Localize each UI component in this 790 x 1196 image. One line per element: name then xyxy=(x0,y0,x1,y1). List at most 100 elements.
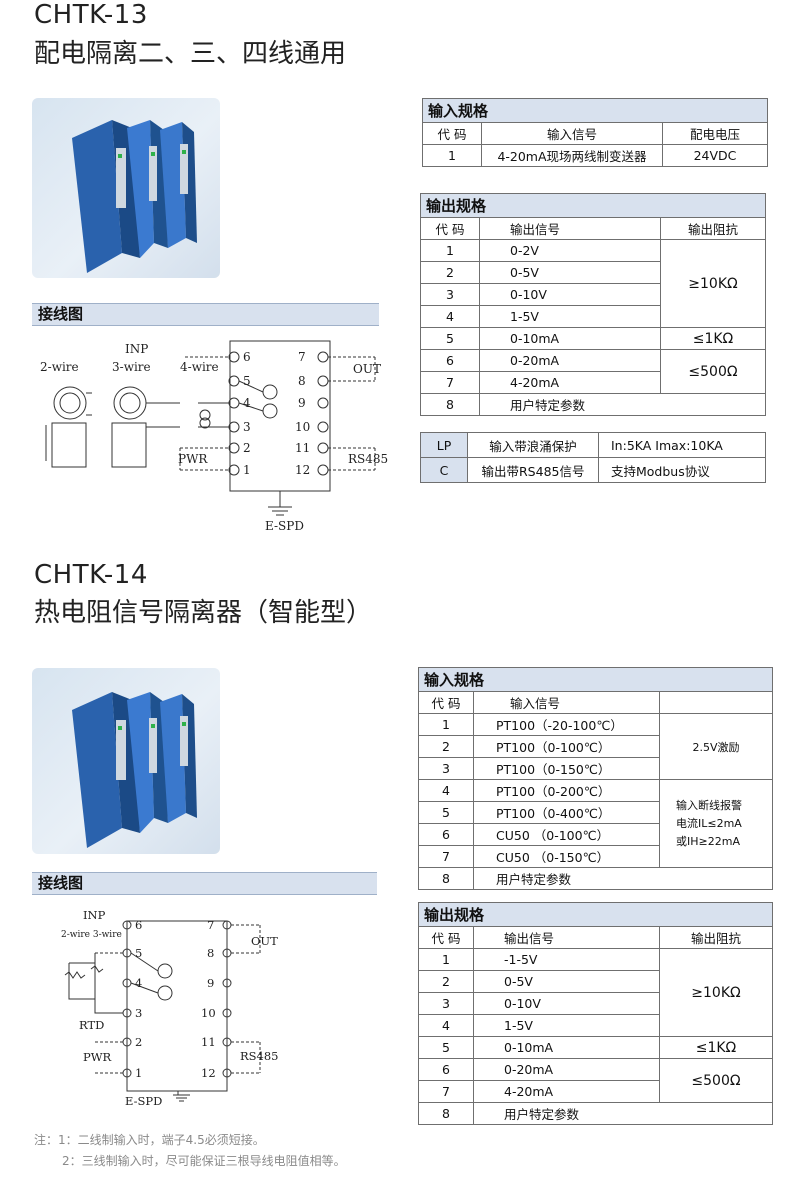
table-cell: 1 xyxy=(418,713,474,736)
table-cell: ≤500Ω xyxy=(660,349,766,394)
table-cell: 用户特定参数 xyxy=(473,867,773,890)
product-photo-chtk13 xyxy=(32,98,220,278)
transmitter-2wire xyxy=(51,386,92,468)
table-cell: 3 xyxy=(418,992,474,1015)
col-header: 代 码 xyxy=(422,122,482,145)
term-label: 4 xyxy=(243,396,251,410)
term-label: 6 xyxy=(243,350,251,364)
option-code: C xyxy=(420,457,468,483)
col-header: 输出阻抗 xyxy=(660,217,766,240)
table-cell: 5 xyxy=(418,1036,474,1059)
diagram-pwr-label: PWR xyxy=(178,452,208,466)
alarm-line: 输入断线报警 xyxy=(676,798,742,812)
term-label: 3 xyxy=(135,1006,142,1020)
diagram-3wire-label: 3-wire xyxy=(112,360,151,374)
term-label: 8 xyxy=(207,946,214,960)
term-label: 7 xyxy=(298,350,306,364)
table-cell: 8 xyxy=(420,393,480,416)
table-cell: 1-5V xyxy=(473,1014,660,1037)
table-cell: 7 xyxy=(420,371,480,394)
table-cell: 6 xyxy=(418,1058,474,1081)
table-cell: PT100（0-200℃） xyxy=(473,779,660,802)
table-cell: 24VDC xyxy=(662,144,768,167)
table-cell: 4-20mA xyxy=(473,1080,660,1103)
table-title: 输出规格 xyxy=(418,902,773,927)
table-cell: PT100（0-400℃） xyxy=(473,801,660,824)
table-cell: PT100（-20-100℃） xyxy=(473,713,660,736)
table-cell: 5 xyxy=(420,327,480,350)
col-header: 输出信号 xyxy=(473,926,660,949)
diagram-espd-label: E-SPD xyxy=(125,1094,162,1108)
right-terminals xyxy=(317,351,329,476)
options-table-chtk13: LP 输入带浪涌保护 In:5KA Imax:10KA C 输出带RS485信号… xyxy=(420,432,766,483)
table-cell: 0-10V xyxy=(473,992,660,1015)
table-cell: 0-10mA xyxy=(479,327,661,350)
table-cell: 2 xyxy=(420,261,480,284)
isolator-device-illustration xyxy=(72,120,197,273)
term-label: 4 xyxy=(135,976,142,990)
term-label: 2 xyxy=(243,441,251,455)
term-label: 9 xyxy=(298,396,306,410)
diagram-rtd-label: RTD xyxy=(79,1018,104,1032)
col-header xyxy=(659,691,773,714)
option-code: LP xyxy=(420,432,468,458)
term-label: 5 xyxy=(243,374,251,388)
product-photo-chtk14 xyxy=(32,668,220,854)
term-label: 1 xyxy=(135,1066,142,1080)
col-header: 输入信号 xyxy=(481,122,663,145)
diagram-out-label: OUT xyxy=(251,934,278,948)
term-label: 3 xyxy=(243,420,251,434)
module-outline xyxy=(126,920,228,1092)
table-cell: 0-5V xyxy=(473,970,660,993)
term-label: 10 xyxy=(201,1006,216,1020)
table-cell: ≤1KΩ xyxy=(660,327,766,350)
term-label: 8 xyxy=(298,374,306,388)
table-cell: 6 xyxy=(420,349,480,372)
table-cell: 4-20mA xyxy=(479,371,661,394)
diagram-pwr-label: PWR xyxy=(83,1050,112,1064)
table-cell: 0-5V xyxy=(479,261,661,284)
table-cell: CU50 （0-100℃） xyxy=(473,823,660,846)
table-cell: 2 xyxy=(418,735,474,758)
table-cell: 1-5V xyxy=(479,305,661,328)
diagram-inp-label: INP xyxy=(83,908,106,922)
term-label: 1 xyxy=(243,463,251,477)
subtitle-chtk13: 配电隔离二、三、四线通用 xyxy=(34,39,347,69)
col-header: 代 码 xyxy=(418,926,474,949)
table-cell: 1 xyxy=(420,239,480,262)
table-cell: 3 xyxy=(420,283,480,306)
model-title-chtk13: CHTK-13 xyxy=(34,0,148,30)
col-header: 输出阻抗 xyxy=(659,926,773,949)
table-cell: 用户特定参数 xyxy=(479,393,766,416)
term-label: 11 xyxy=(295,441,310,455)
table-cell: 0-10V xyxy=(479,283,661,306)
table-cell: 4 xyxy=(420,305,480,328)
wiring-diagram-chtk13: INP 2-wire 3-wire 4-wire PWR OUT RS485 E… xyxy=(40,340,388,533)
option-desc: 输入带浪涌保护 xyxy=(467,432,599,458)
table-cell: 0-20mA xyxy=(479,349,661,372)
table-cell: 7 xyxy=(418,1080,474,1103)
table-cell: 4 xyxy=(418,1014,474,1037)
term-label: 12 xyxy=(295,463,310,477)
term-label: 10 xyxy=(295,420,310,434)
option-detail: 支持Modbus协议 xyxy=(598,457,766,483)
table-cell: -1-5V xyxy=(473,948,660,971)
col-header: 代 码 xyxy=(418,691,474,714)
table-cell: 2 xyxy=(418,970,474,993)
wiring-title-bar-chtk14: 接线图 xyxy=(32,872,377,895)
table-cell: ≤1KΩ xyxy=(659,1036,773,1059)
table-cell: 5 xyxy=(418,801,474,824)
term-label: 12 xyxy=(201,1066,216,1080)
diagram-inp-label: INP xyxy=(125,342,148,356)
term-label: 9 xyxy=(207,976,214,990)
table-cell: 7 xyxy=(418,845,474,868)
option-detail: In:5KA Imax:10KA xyxy=(598,432,766,458)
transmitter-3wire xyxy=(111,386,180,468)
alarm-line: 或IH≥22mA xyxy=(676,834,740,848)
table-cell: 4 xyxy=(418,779,474,802)
term-label: 7 xyxy=(207,918,214,932)
input-spec-table-chtk13: 输入规格 代 码 输入信号 配电电压 1 4-20mA现场两线制变送器 24VD… xyxy=(422,98,768,167)
table-title: 输入规格 xyxy=(422,98,768,123)
